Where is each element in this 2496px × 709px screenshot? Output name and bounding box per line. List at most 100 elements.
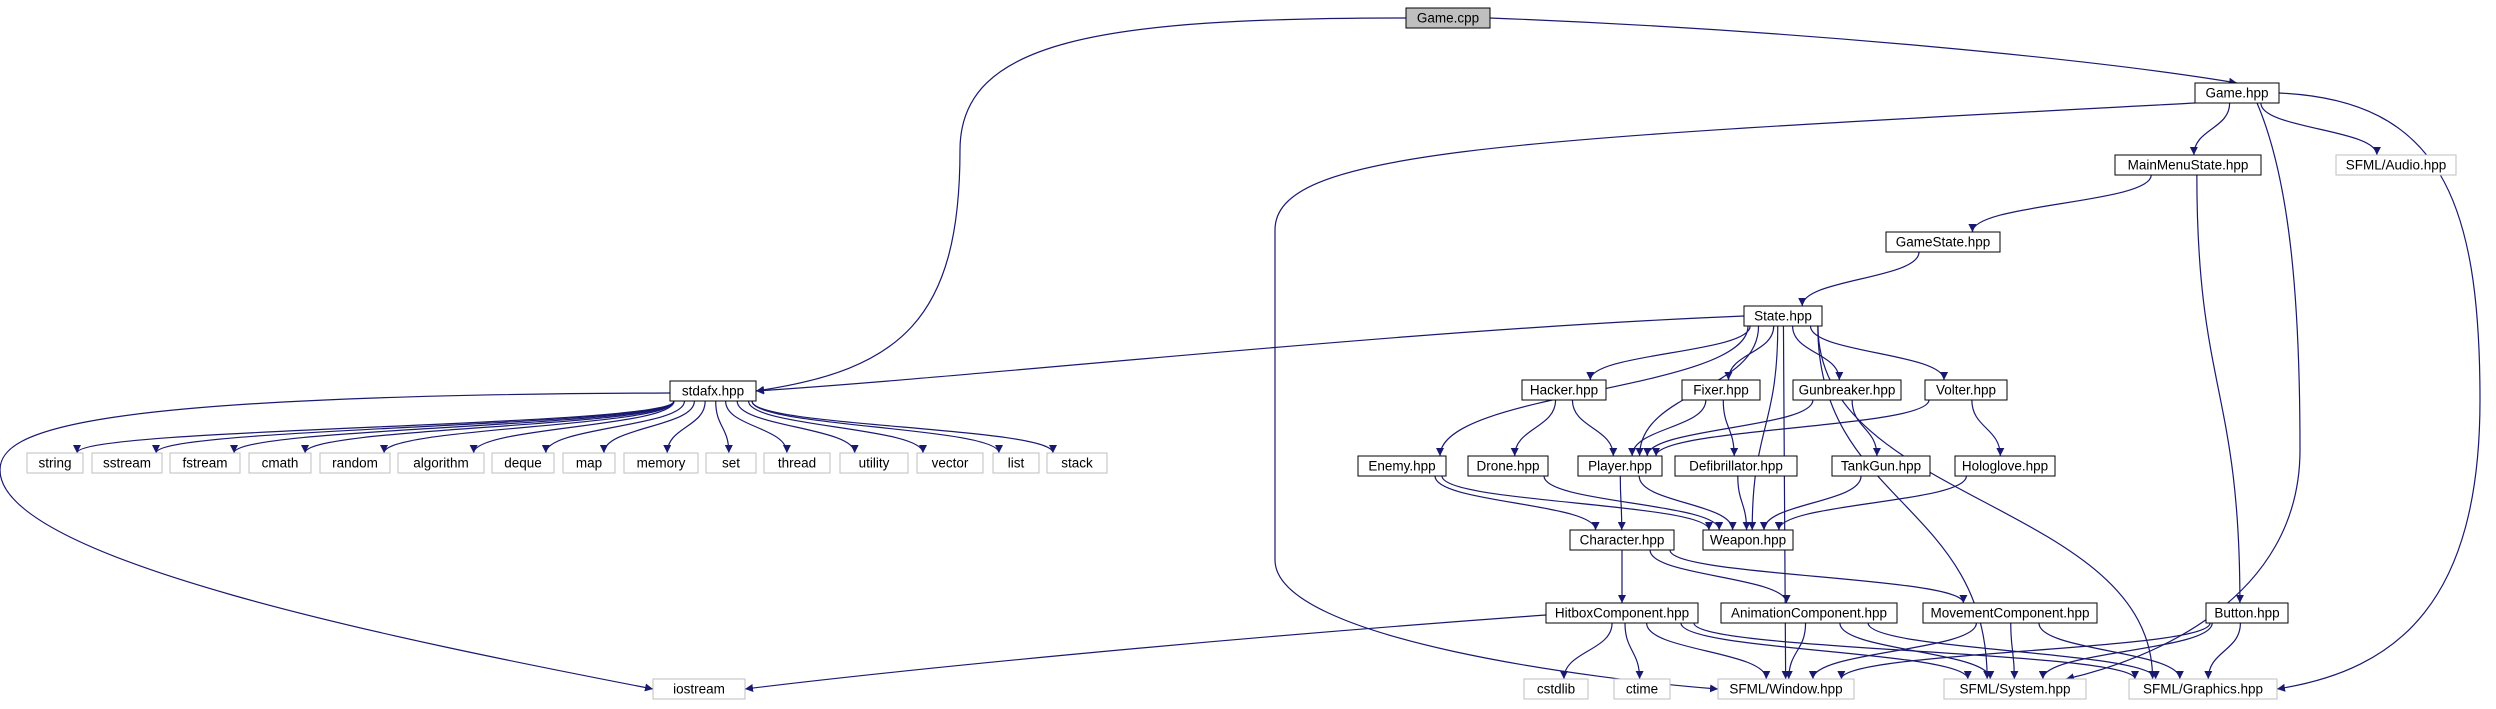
node-box xyxy=(397,452,485,474)
node-deque: deque xyxy=(491,452,555,474)
node-box xyxy=(1943,678,2087,700)
node-label: SFML/Audio.hpp xyxy=(2346,158,2447,173)
node-hologlove-hpp[interactable]: Hologlove.hpp xyxy=(1954,455,2056,477)
edge-state-hpp-to-fixer-hpp xyxy=(1724,325,1775,381)
node-sfml-audio-hpp: SFML/Audio.hpp xyxy=(2335,154,2457,176)
node-label: MainMenuState.hpp xyxy=(2128,158,2249,173)
edge-state-hpp-to-weapon-hpp xyxy=(1748,325,1779,531)
node-game-cpp[interactable]: Game.cpp xyxy=(1405,7,1491,29)
node-fixer-hpp[interactable]: Fixer.hpp xyxy=(1681,379,1761,401)
node-movementcomponent-hpp[interactable]: MovementComponent.hpp xyxy=(1922,602,2098,624)
edge-game-hpp-to-mainmenustate-hpp xyxy=(2189,102,2231,156)
node-box xyxy=(1467,455,1549,477)
edge-movementcomponent-hpp-to-sfml-system-hpp xyxy=(2010,622,2019,680)
node-box xyxy=(916,452,984,474)
edge-animationcomponent-hpp-to-sfml-window-hpp xyxy=(1784,622,1807,680)
node-drone-hpp[interactable]: Drone.hpp xyxy=(1467,455,1549,477)
node-cmath: cmath xyxy=(248,452,312,474)
node-label: Game.cpp xyxy=(1417,11,1479,26)
edge-movementcomponent-hpp-to-sfml-graphics-hpp xyxy=(2038,622,2184,680)
node-label: SFML/Window.hpp xyxy=(1729,682,1842,697)
node-state-hpp[interactable]: State.hpp xyxy=(1743,305,1823,327)
edge-state-hpp-to-stdafx-hpp xyxy=(755,315,1745,395)
node-box xyxy=(1954,455,2056,477)
node-box xyxy=(992,452,1040,474)
node-box xyxy=(2194,82,2280,104)
node-mainmenustate-hpp[interactable]: MainMenuState.hpp xyxy=(2114,154,2262,176)
edge-volter-hpp-to-hologlove-hpp xyxy=(1971,399,2005,457)
node-fstream: fstream xyxy=(169,452,241,474)
node-stdafx-hpp[interactable]: stdafx.hpp xyxy=(669,380,757,402)
node-tankgun-hpp[interactable]: TankGun.hpp xyxy=(1831,455,1931,477)
node-player-hpp[interactable]: Player.hpp xyxy=(1577,455,1663,477)
node-gamestate-hpp[interactable]: GameState.hpp xyxy=(1885,231,2001,253)
node-box xyxy=(491,452,555,474)
node-label: Hologlove.hpp xyxy=(1962,459,2048,474)
node-weapon-hpp[interactable]: Weapon.hpp xyxy=(1702,529,1794,551)
edge-hitboxcomponent-hpp-to-sfml-system-hpp xyxy=(1680,622,1972,680)
edge-button-hpp-to-sfml-graphics-hpp xyxy=(2204,622,2241,680)
node-game-hpp[interactable]: Game.hpp xyxy=(2194,82,2280,104)
node-label: Game.hpp xyxy=(2205,86,2268,101)
node-hacker-hpp[interactable]: Hacker.hpp xyxy=(1521,379,1607,401)
node-box xyxy=(1743,305,1823,327)
node-box xyxy=(763,452,831,474)
node-box xyxy=(2335,154,2457,176)
node-cstdlib: cstdlib xyxy=(1523,678,1589,700)
node-label: Character.hpp xyxy=(1580,533,1665,548)
edge-state-hpp-to-sfml-window-hpp xyxy=(1781,325,1790,680)
node-box xyxy=(2114,154,2262,176)
edge-hitboxcomponent-hpp-to-sfml-window-hpp xyxy=(1646,622,1771,680)
edge-stdafx-hpp-to-stack xyxy=(751,400,1057,454)
node-memory: memory xyxy=(623,452,699,474)
node-utility: utility xyxy=(839,452,909,474)
edge-hitboxcomponent-hpp-to-ctime xyxy=(1624,622,1644,680)
node-label: SFML/System.hpp xyxy=(1959,682,2070,697)
edge-player-hpp-to-character-hpp xyxy=(1617,475,1626,531)
node-label: sstream xyxy=(103,456,151,471)
node-label: string xyxy=(38,456,71,471)
node-box xyxy=(562,452,616,474)
edge-stdafx-hpp-to-string xyxy=(73,400,675,454)
node-label: Defibrillator.hpp xyxy=(1689,459,1783,474)
edge-hacker-hpp-to-drone-hpp xyxy=(1510,399,1557,457)
node-ctime: ctime xyxy=(1613,678,1671,700)
node-stack: stack xyxy=(1046,452,1108,474)
node-enemy-hpp[interactable]: Enemy.hpp xyxy=(1357,455,1447,477)
edge-stdafx-hpp-to-iostream xyxy=(0,392,671,692)
node-label: utility xyxy=(859,456,890,471)
node-algorithm: algorithm xyxy=(397,452,485,474)
node-label: SFML/Graphics.hpp xyxy=(2143,682,2263,697)
node-box xyxy=(1523,678,1589,700)
node-label: memory xyxy=(637,456,686,471)
node-box xyxy=(1924,379,2008,401)
node-animationcomponent-hpp[interactable]: AnimationComponent.hpp xyxy=(1720,602,1898,624)
node-character-hpp[interactable]: Character.hpp xyxy=(1569,529,1675,551)
node-label: deque xyxy=(504,456,542,471)
edge-enemy-hpp-to-weapon-hpp xyxy=(1441,475,1713,531)
node-button-hpp[interactable]: Button.hpp xyxy=(2205,602,2289,624)
node-box xyxy=(91,452,163,474)
node-label: Player.hpp xyxy=(1588,459,1652,474)
node-volter-hpp[interactable]: Volter.hpp xyxy=(1924,379,2008,401)
node-set: set xyxy=(705,452,757,474)
node-label: thread xyxy=(778,456,816,471)
node-hitboxcomponent-hpp[interactable]: HitboxComponent.hpp xyxy=(1545,602,1699,624)
node-label: cstdlib xyxy=(1537,682,1575,697)
node-gunbreaker-hpp[interactable]: Gunbreaker.hpp xyxy=(1792,379,1902,401)
edge-character-hpp-to-animationcomponent-hpp xyxy=(1649,549,1791,604)
node-label: list xyxy=(1008,456,1025,471)
edge-stdafx-hpp-to-map xyxy=(599,400,695,454)
edge-stdafx-hpp-to-fstream xyxy=(230,400,675,454)
edge-stdafx-hpp-to-set xyxy=(715,400,733,454)
edge-defibrillator-hpp-to-weapon-hpp xyxy=(1737,475,1751,531)
edge-tankgun-hpp-to-weapon-hpp xyxy=(1759,475,1862,531)
edge-state-hpp-to-sfml-system-hpp xyxy=(1817,325,1992,680)
node-sfml-system-hpp: SFML/System.hpp xyxy=(1943,678,2087,700)
node-label: HitboxComponent.hpp xyxy=(1555,606,1689,621)
node-defibrillator-hpp[interactable]: Defibrillator.hpp xyxy=(1674,455,1798,477)
node-box xyxy=(1922,602,2098,624)
node-label: map xyxy=(576,456,602,471)
edge-enemy-hpp-to-character-hpp xyxy=(1434,475,1600,531)
node-box xyxy=(839,452,909,474)
